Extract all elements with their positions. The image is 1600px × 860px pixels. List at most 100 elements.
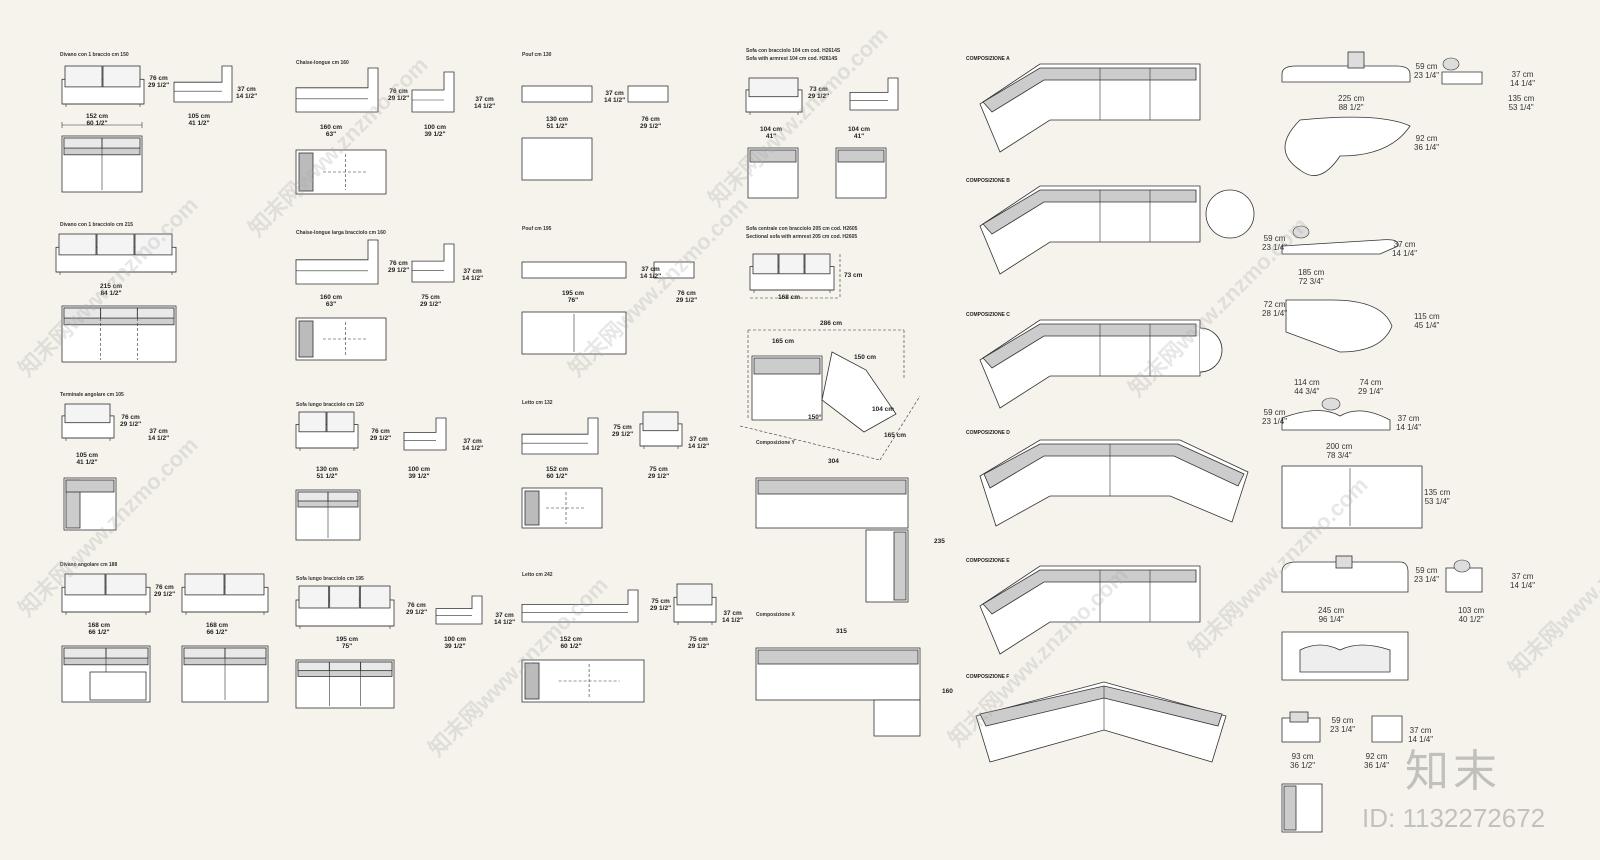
sofa-side-view — [403, 417, 447, 451]
pouf-side — [627, 85, 669, 103]
chaise-back — [298, 152, 314, 192]
dimension-text: 37 cm — [463, 438, 482, 445]
dimension-text: 104 cm — [872, 406, 895, 413]
item-title: Sofa centrale con bracciolo 205 cm cod. … — [746, 226, 858, 232]
dimension-label: 304 — [828, 458, 839, 465]
sofa-back-cushion — [58, 233, 97, 256]
cushion-plan — [297, 661, 330, 672]
item-title: Letto cm 242 — [522, 572, 553, 578]
dimension-text: 72 cm — [1263, 300, 1286, 309]
dimension-text: 29 1/2" — [612, 431, 634, 438]
item-title: Sofa con bracciolo 104 cm cod. H2614S — [746, 48, 841, 54]
chaise-side-view — [295, 67, 379, 113]
dimension-text: 315 — [836, 628, 847, 635]
item-title: Sofa lungo bracciolo cm 195 — [296, 576, 364, 582]
cushion-plan — [136, 307, 175, 319]
dimension-text: 76 cm — [641, 116, 660, 123]
sofa-back-cushion — [676, 583, 713, 606]
sofa-side-view — [435, 595, 483, 625]
dimension-text: 60 1/2" — [546, 473, 568, 480]
dimension-text: 160 — [942, 688, 953, 695]
item-title: Composizione Y — [756, 440, 795, 446]
composition-title: COMPOSIZIONE E — [966, 558, 1010, 564]
dimension-text: 130 cm — [546, 116, 569, 123]
dimension-text: 215 cm — [100, 283, 123, 290]
dimension-text: 76" — [567, 297, 579, 304]
dimension-text: 14 1/2" — [462, 445, 484, 452]
dimension-label: 235 — [934, 538, 945, 545]
cushion — [1335, 555, 1353, 569]
double-chaise-plan — [1281, 465, 1423, 529]
dimension-text: 37 cm — [605, 90, 624, 97]
dimension-text: 60 1/2" — [86, 120, 108, 127]
dimension-text: 37 cm — [149, 428, 168, 435]
dimension-text: 73 cm — [809, 86, 828, 93]
dimension-text: 23 1/4" — [1414, 71, 1440, 80]
dimension-text: 185 cm — [1298, 268, 1325, 277]
dimension-text: 76 cm — [371, 428, 390, 435]
cushion-plan — [360, 661, 393, 672]
cushion-icon — [1292, 225, 1310, 239]
composition-title: COMPOSIZIONE C — [966, 312, 1010, 318]
dimension-text: 150° — [808, 414, 822, 421]
dimension-text: 168 cm — [206, 622, 229, 629]
item-title: Terminale angolare cm 105 — [60, 392, 124, 398]
angled-sofa-right — [821, 351, 897, 433]
sofa-back-cushion — [298, 411, 327, 433]
dimension-text: 75 cm — [651, 598, 670, 605]
backrest-plan — [757, 479, 907, 495]
dimension-text: 37 cm — [1511, 70, 1534, 79]
cushion-plan — [183, 647, 226, 659]
dimension-text: 78 3/4" — [1326, 451, 1352, 460]
item-title: Divano con 1 bracciolo cm 215 — [60, 222, 134, 228]
dimension-text: 14 1/2" — [494, 619, 516, 626]
dimension-text: 168 cm — [778, 294, 801, 301]
seat-area — [89, 671, 147, 701]
cushion-plan — [63, 647, 107, 659]
dimension-text: 168 cm — [88, 622, 111, 629]
modular-front — [1281, 239, 1399, 255]
drawing-line — [739, 425, 881, 461]
dimension-text: 104 cm — [848, 126, 871, 133]
item-title: Pouf cm 195 — [522, 226, 552, 232]
dimension-text: 37 cm — [1397, 414, 1420, 423]
backrest-plan — [1283, 785, 1297, 831]
chaise-back — [524, 490, 540, 526]
backrest-plan — [982, 189, 1197, 235]
dimension-text: 40 1/2" — [1458, 615, 1484, 624]
dimension-text: 29 1/2" — [148, 82, 170, 89]
cushion-plan — [63, 137, 103, 149]
sofa-side-view — [411, 71, 455, 113]
dimension-text: 92 cm — [1415, 134, 1438, 143]
dimension-text: 41 1/2" — [188, 120, 210, 127]
dimension-text: 14 1/2" — [462, 275, 484, 282]
dimension-text: 63" — [325, 301, 337, 308]
dimension-text: 29 1/2" — [420, 301, 442, 308]
dimension-text: 29 1/2" — [808, 93, 830, 100]
dimension-text: 29 1/2" — [154, 591, 176, 598]
dimension-text: 29 1/2" — [688, 643, 710, 650]
dimension-text: 195 cm — [562, 290, 585, 297]
dimension-text: 29 1/4" — [1358, 387, 1384, 396]
